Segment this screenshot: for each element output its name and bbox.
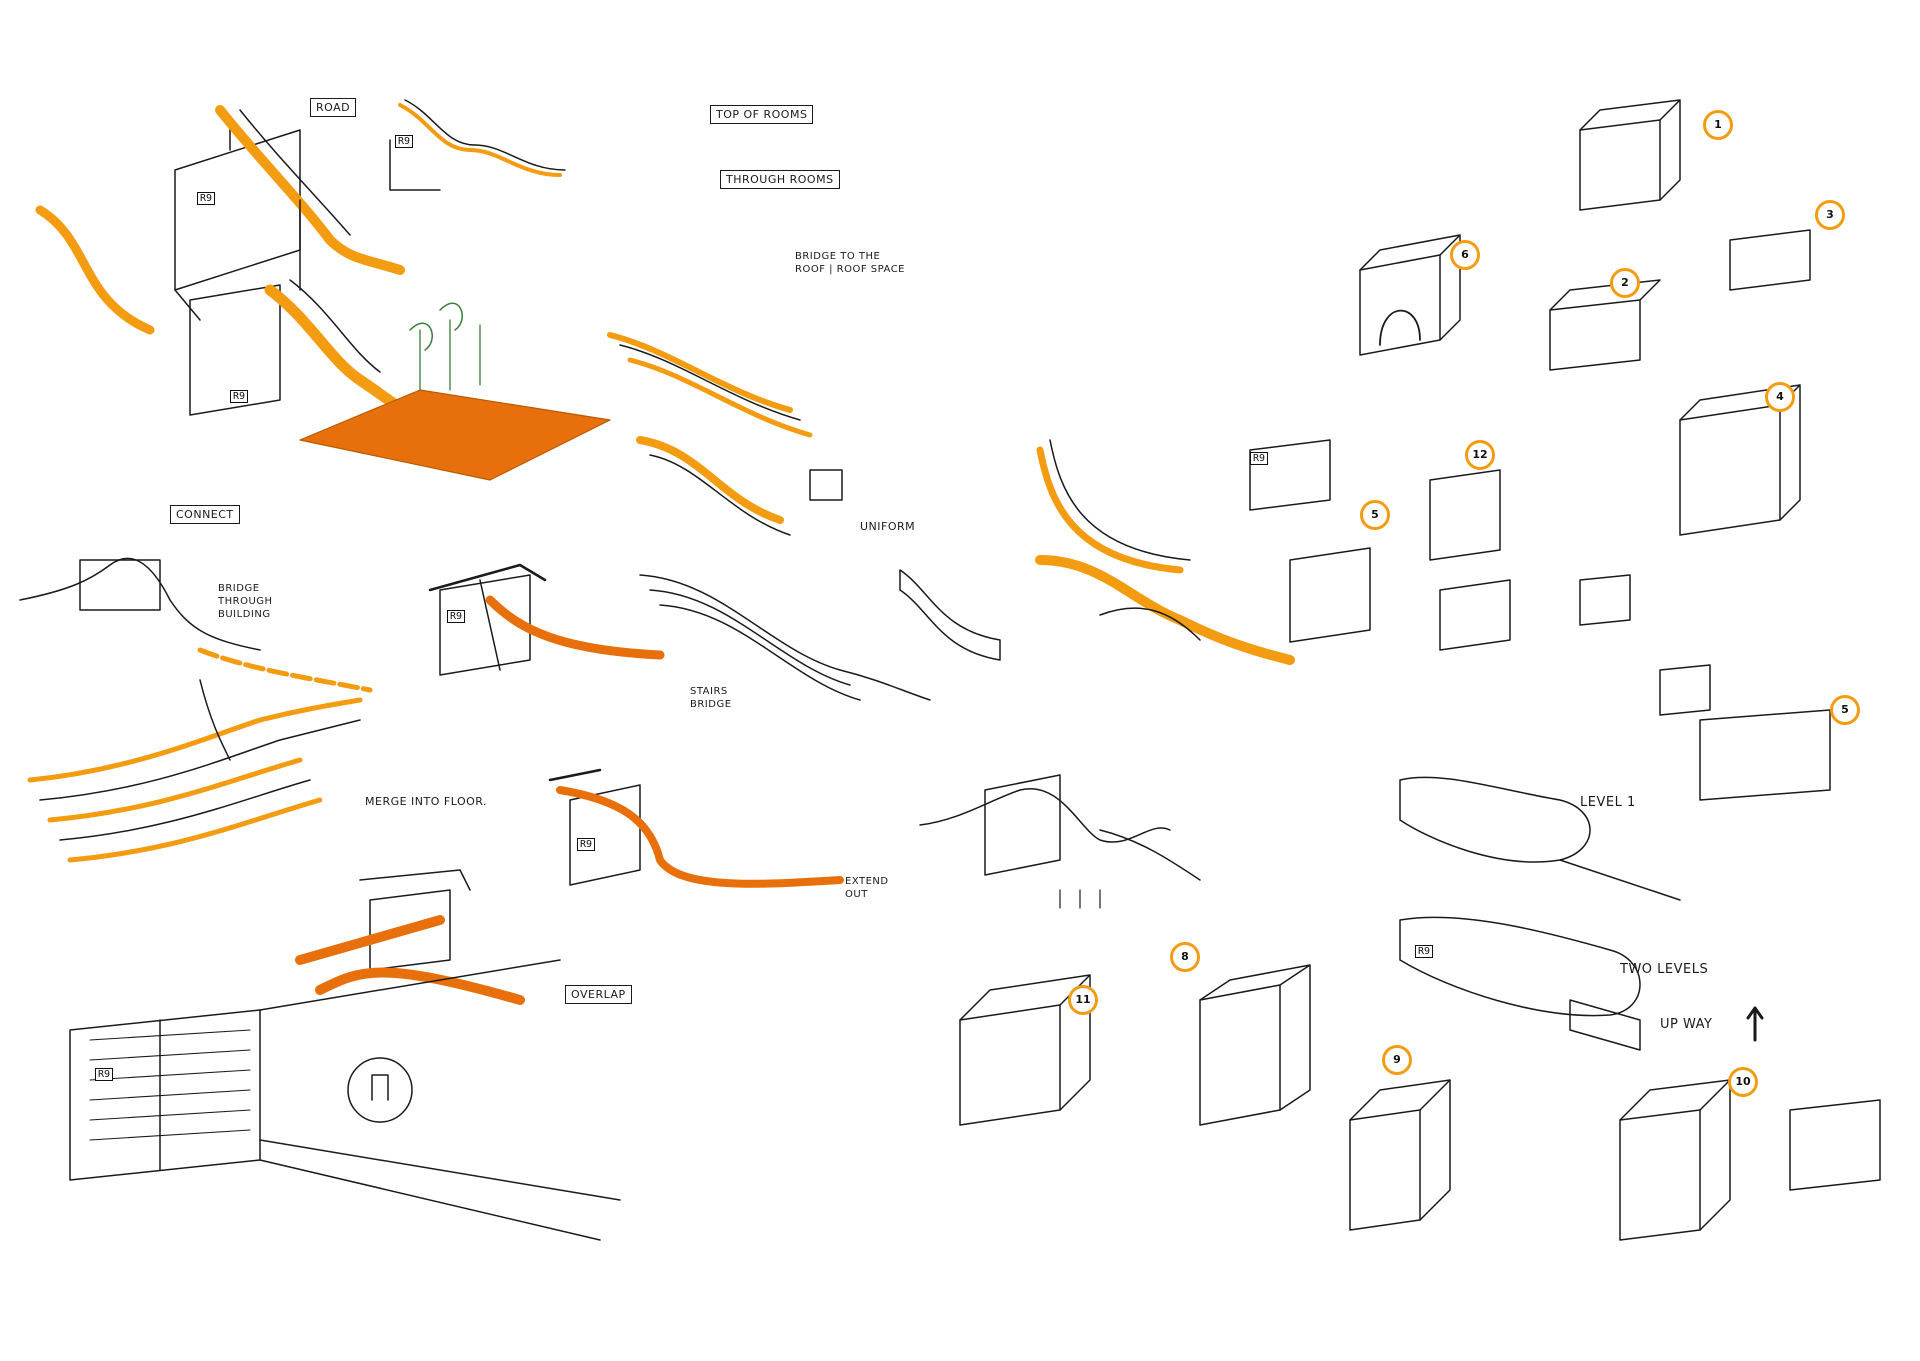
sketch-number: 1 [1703,110,1733,140]
label-overlap: OVERLAP [565,985,632,1004]
through-room-sketch [389,99,566,191]
extend-out-sketch [548,768,844,888]
flowing-ribbons-sketch [607,332,843,536]
building-tag: R9 [1415,945,1434,958]
label-extend-out: EXTEND OUT [845,876,889,900]
label-bridge-roof: BRIDGE TO THE ROOF | ROOF SPACE [795,251,905,275]
street-perspective-sketch [69,959,621,1241]
sketch-number: 5 [1360,500,1390,530]
building-tag: R9 [95,1068,114,1081]
wave-ribbon-sketch [639,569,1001,701]
sketch-number: 6 [1450,240,1480,270]
label-uniform: UNIFORM [860,520,916,533]
sketch-number: 9 [1382,1045,1412,1075]
orange-plaza-sketch [189,279,611,481]
label-two-levels: TWO LEVELS [1620,962,1709,977]
sketch-number: 11 [1068,985,1098,1015]
building-tag: R9 [230,390,249,403]
label-up-way: UP WAY [1660,1017,1713,1032]
sketch-number: 10 [1728,1067,1758,1097]
label-through-rooms: THROUGH ROOMS [720,170,840,189]
sketch-number: 12 [1465,440,1495,470]
label-stairs-bridge: STAIRS BRIDGE [690,686,732,710]
connect-sketch [19,557,373,693]
tunnel-sketches [1399,776,1764,1051]
building-tag: R9 [577,838,596,851]
overlap-sketch [295,869,525,1005]
sketch-number: 8 [1170,942,1200,972]
sketch-number: 5 [1830,695,1860,725]
building-tag: R9 [197,192,216,205]
building-tag: R9 [395,135,414,148]
label-bridge-through-building: BRIDGE THROUGH BUILDING [218,583,273,620]
label-connect: CONNECT [170,505,240,524]
sketch-number: 3 [1815,200,1845,230]
sketch-number: 4 [1765,382,1795,412]
label-merge-into-floor: MERGE INTO FLOOR. [365,795,488,808]
building-tag: R9 [447,610,466,623]
stairs-ribbon-sketch [1035,439,1295,665]
merge-floor-sketch [27,679,363,863]
label-road: ROAD [310,98,357,117]
label-level-1: LEVEL 1 [1580,795,1636,810]
building-tag: R9 [1250,452,1269,465]
label-top-of-rooms: TOP OF ROOMS [710,105,814,124]
box-ribbon-people-sketch [919,774,1201,909]
covered-bridge-sketch [428,563,665,676]
road-ribbon-sketch [174,105,405,321]
sketch-number: 2 [1610,268,1640,298]
loose-ribbon-stroke [35,205,155,335]
